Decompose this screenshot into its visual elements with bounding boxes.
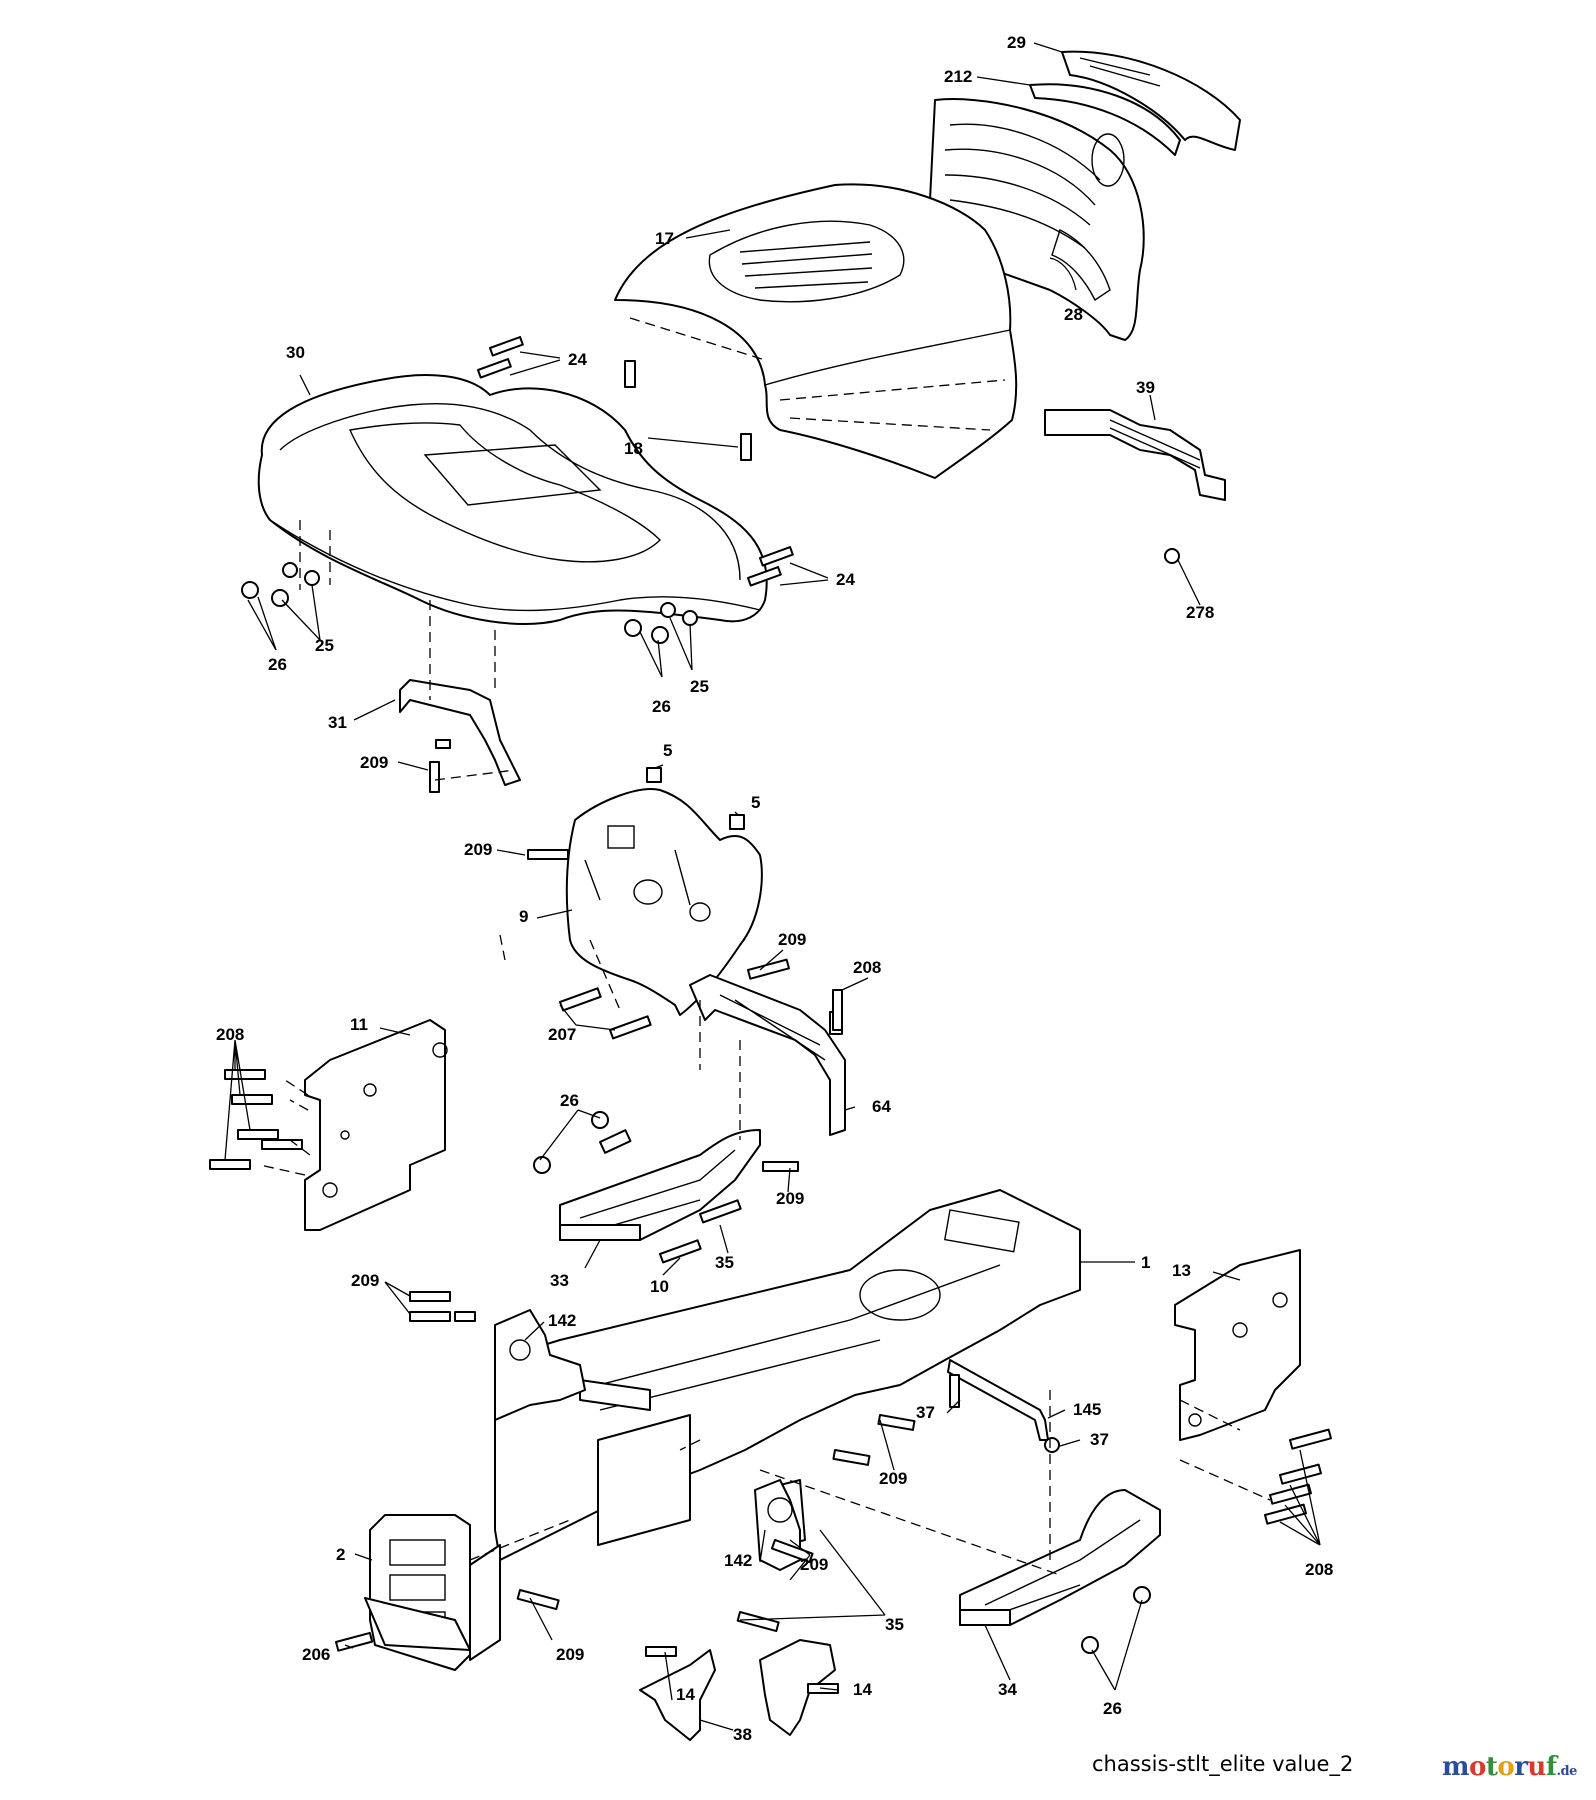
callout-26c: 26 [560,1091,579,1110]
foot-support-34-part [959,1489,1161,1626]
callout-5b: 5 [751,793,760,812]
logo-letter: t [1485,1752,1498,1782]
hood-bumper-18b [740,433,752,461]
logo-letter: f [1545,1752,1557,1782]
callout-17: 17 [655,229,674,248]
callout-209a: 209 [360,753,388,772]
callout-14b: 14 [853,1680,872,1699]
callout-9: 9 [519,907,528,926]
callout-14a: 14 [676,1685,695,1704]
callout-209g: 209 [800,1555,828,1574]
callout-33: 33 [550,1271,569,1290]
callout-35a: 35 [715,1253,734,1272]
logo-letter: m [1442,1752,1470,1782]
callout-30: 30 [286,343,305,362]
callout-38: 38 [733,1725,752,1744]
diagram-caption: chassis-stlt_elite value_2 [1092,1752,1354,1776]
callout-142a: 142 [548,1311,576,1330]
callout-206: 206 [302,1645,330,1664]
callout-64: 64 [872,1097,891,1116]
dash-panel-part [565,767,763,1016]
callout-212: 212 [944,67,972,86]
callout-29: 29 [1007,33,1026,52]
hood-bumper-18a [624,360,636,388]
logo-letter: u [1527,1752,1546,1782]
callout-39: 39 [1136,378,1155,397]
plate-64-part [689,974,846,1136]
side-panel-13-part [1174,1249,1301,1441]
callout-10: 10 [650,1277,669,1296]
callout-37b: 37 [1090,1430,1109,1449]
front-grille-part [929,50,1241,341]
callout-209c: 209 [778,930,806,949]
callout-24a: 24 [568,350,587,369]
assembly-lines [259,520,1271,1576]
callout-25a: 25 [315,636,334,655]
logo-letter: r [1514,1752,1528,1782]
callout-26b: 26 [652,697,671,716]
fender-part [257,374,768,625]
hood-part [614,183,1018,479]
loose-hardware [209,761,1332,1694]
side-panel-11-part [304,1019,448,1231]
foot-support-33-part [559,1129,761,1241]
callout-35b: 35 [885,1615,904,1634]
callout-5a: 5 [663,741,672,760]
callout-24b: 24 [836,570,855,589]
callout-37a: 37 [916,1403,935,1422]
callout-31: 31 [328,713,347,732]
callout-209h: 209 [556,1645,584,1664]
bracket-39-part [1044,409,1226,564]
callout-209f: 209 [879,1469,907,1488]
callout-34: 34 [998,1680,1017,1699]
callout-208c: 208 [1305,1560,1333,1579]
callout-145: 145 [1073,1400,1101,1419]
bracket-142-part [494,1309,586,1421]
callout-13: 13 [1172,1261,1191,1280]
plate-2-part [364,1514,501,1671]
leader-lines [224,42,1321,1731]
logo-suffix: .de [1556,1764,1578,1779]
callout-labels: 29 212 17 28 30 24 18 39 24 278 26 25 26… [216,33,1333,1744]
callout-208b: 208 [216,1025,244,1044]
pedal-38-part [639,1639,836,1741]
callout-208a: 208 [853,958,881,977]
callout-207: 207 [548,1025,576,1044]
callout-209b: 209 [464,840,492,859]
hardware-top [241,336,794,644]
callout-18: 18 [624,439,643,458]
callout-142b: 142 [724,1551,752,1570]
callout-209d: 209 [776,1189,804,1208]
bracket-31-part [399,679,521,786]
callout-278: 278 [1186,603,1214,622]
callout-25b: 25 [690,677,709,696]
brand-logo[interactable]: motoruf.de [1442,1752,1577,1782]
callout-11: 11 [350,1015,368,1034]
callout-2: 2 [336,1545,345,1564]
callout-209e: 209 [351,1271,379,1290]
rod-145-part [947,1359,1060,1453]
callout-26a: 26 [268,655,287,674]
logo-letter: o [1497,1752,1515,1782]
callout-28: 28 [1064,305,1083,324]
callout-26d: 26 [1103,1699,1122,1718]
logo-letter: o [1469,1752,1486,1782]
callout-1: 1 [1141,1253,1150,1272]
